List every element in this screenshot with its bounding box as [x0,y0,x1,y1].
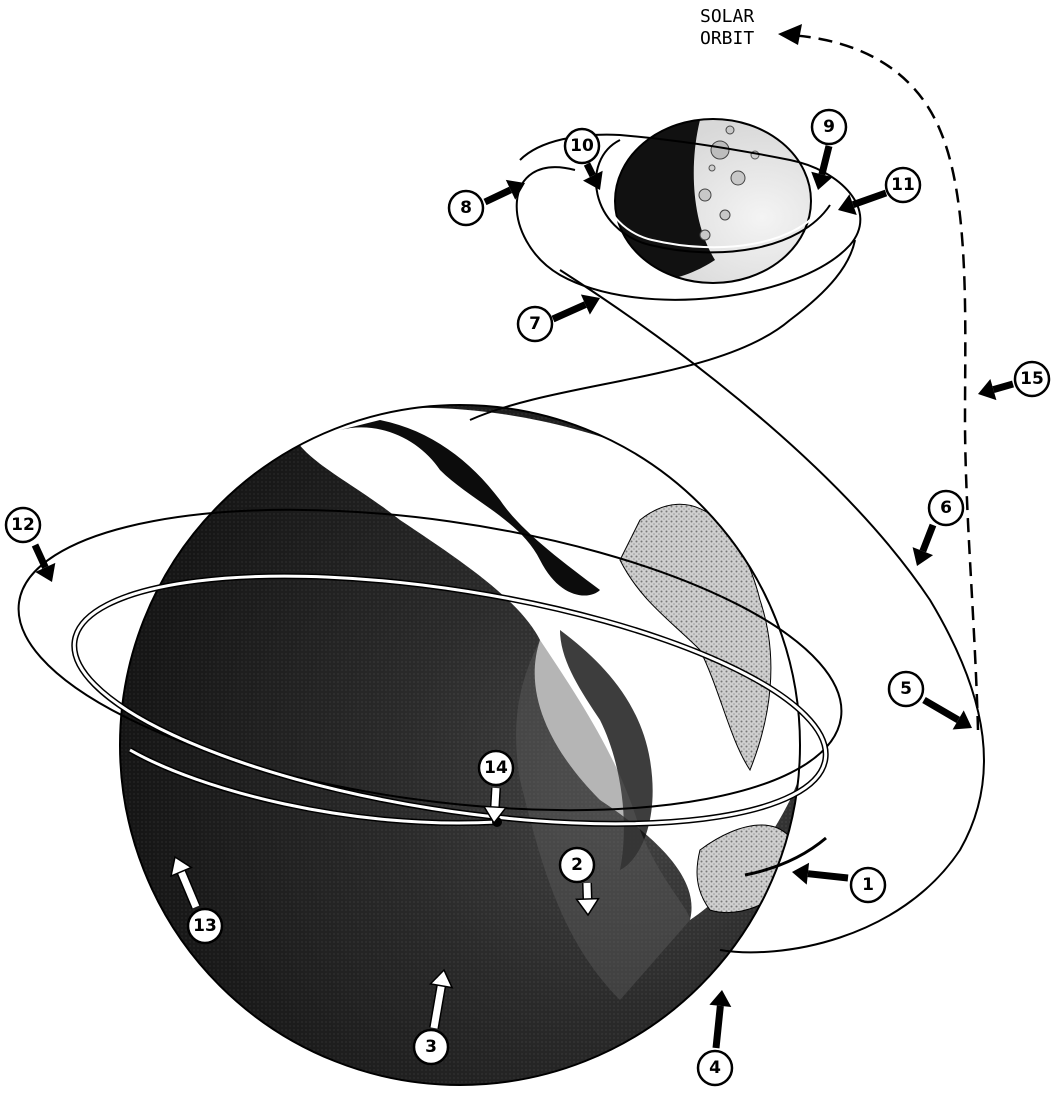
callout-2-arrow-shaft [587,883,588,899]
solar-orbit-label-line1: SOLAR [700,6,754,27]
callout-11-number: 11 [891,175,915,195]
callout-5-number: 5 [900,679,912,699]
callout-15: 15 [978,362,1049,400]
earth [120,405,818,1085]
callout-11: 11 [838,168,920,215]
callout-5-arrow-shaft [924,700,958,720]
callout-14-arrow-shaft [495,788,496,807]
moon [614,118,811,283]
callout-4-number: 4 [709,1058,721,1078]
callout-6-number: 6 [940,498,952,518]
callout-2-number: 2 [571,855,583,875]
callout-4-arrow-shaft [716,1006,720,1048]
solar-orbit-label-line2: ORBIT [700,28,754,49]
callout-8: 8 [449,180,525,225]
callout-14-number: 14 [484,758,508,778]
callout-8-number: 8 [460,198,472,218]
callout-8-arrow-shaft [485,190,511,202]
callout-9-arrow-shaft [822,146,829,174]
callout-13-number: 13 [193,916,217,936]
callout-11-arrow-shaft [853,193,886,205]
callout-12: 12 [6,508,55,582]
callout-4: 4 [698,990,732,1085]
callout-3-number: 3 [425,1037,437,1057]
callout-12-number: 12 [11,515,35,535]
callout-1-arrow-head [792,863,809,885]
callout-10: 10 [565,129,603,190]
callout-12-arrow-shaft [35,545,45,567]
callout-15-number: 15 [1020,369,1044,389]
callout-5: 5 [889,672,972,729]
solar-orbit-label: SOLAR ORBIT [700,6,754,49]
callout-1-arrow-shaft [808,874,848,878]
callout-10-arrow-shaft [587,164,593,176]
callout-1-number: 1 [862,875,874,895]
callout-7-number: 7 [529,314,541,334]
callout-9: 9 [811,110,846,190]
callout-9-number: 9 [823,117,835,137]
callout-7: 7 [518,294,600,341]
callout-6-arrow-shaft [923,525,933,551]
callout-1: 1 [792,863,885,902]
callout-10-number: 10 [570,136,594,156]
callout-4-arrow-head [709,990,731,1007]
callout-15-arrow-shaft [993,384,1013,390]
callout-6: 6 [913,491,963,566]
callout-7-arrow-shaft [553,305,585,319]
solar-orbit-trajectory [778,24,978,730]
